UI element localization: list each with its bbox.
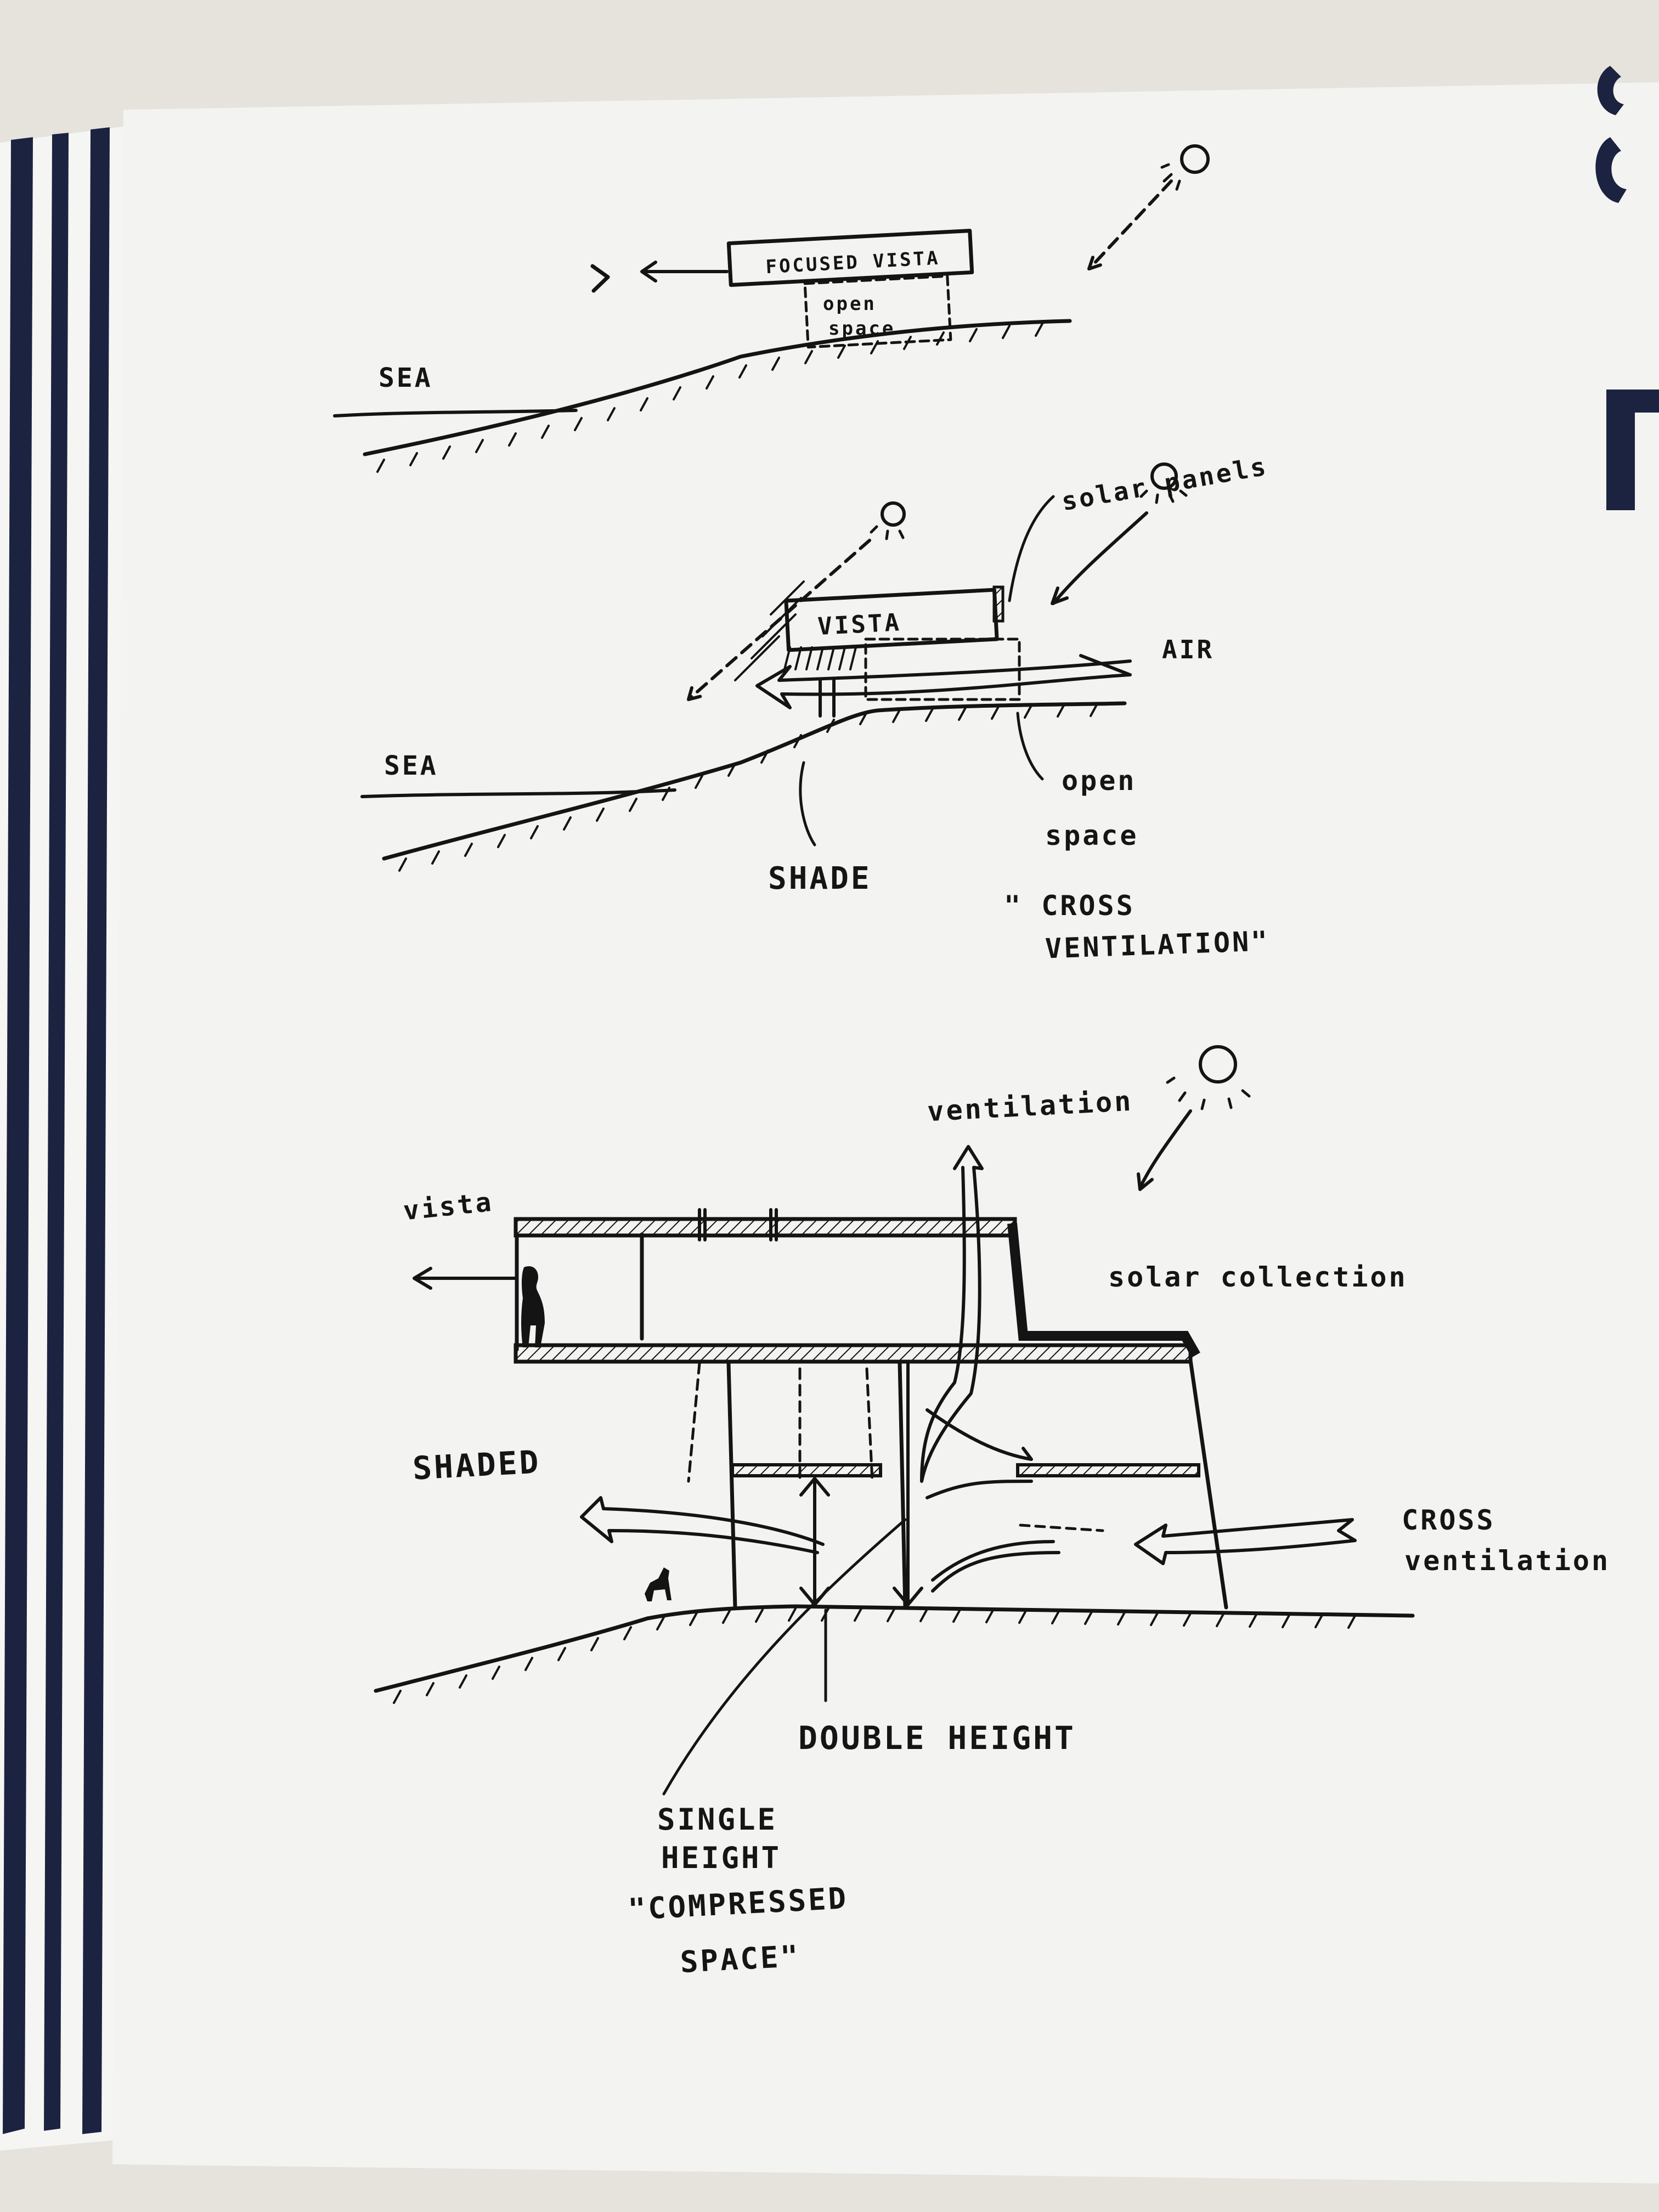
mezzanine-slab-left bbox=[731, 1463, 882, 1477]
cross-label: " CROSS bbox=[1004, 890, 1135, 922]
eye-icon bbox=[590, 264, 610, 293]
dashed-columns bbox=[687, 1362, 874, 1483]
roof-hatch bbox=[734, 580, 805, 681]
open-space-dashed-box bbox=[803, 274, 952, 349]
shade-label: SHADE bbox=[768, 861, 872, 896]
sunlight-arrow bbox=[1051, 511, 1148, 605]
single-height-dimension bbox=[893, 1362, 923, 1606]
overhang-hatch bbox=[783, 646, 857, 670]
dog-figure bbox=[645, 1567, 672, 1601]
double-height-label: DOUBLE HEIGHT bbox=[798, 1719, 1076, 1757]
support-pillar bbox=[819, 679, 836, 718]
sketch-3-building-section: ventilation vista solar collection SHADE… bbox=[374, 1045, 1610, 1979]
air-dashed-line bbox=[1019, 1523, 1104, 1532]
sketch-2-cross-ventilation-section: solar panels VISTA AIR SEA SHADE open sp… bbox=[360, 451, 1270, 965]
solar-panel bbox=[992, 585, 1005, 623]
ventilation-label: VENTILATION" bbox=[1045, 925, 1270, 964]
upper-floor-slab bbox=[514, 1343, 1193, 1364]
human-figure bbox=[521, 1266, 545, 1347]
sun-icon bbox=[1160, 144, 1210, 191]
solar-collection-wall bbox=[1007, 1223, 1200, 1358]
sun-icon bbox=[870, 501, 906, 540]
sun-icon bbox=[1139, 462, 1188, 504]
sea-line bbox=[360, 788, 676, 798]
lower-columns bbox=[726, 1358, 1228, 1610]
single-label: SINGLE bbox=[657, 1802, 777, 1837]
cross-ventilation-label: ventilation bbox=[1404, 1545, 1610, 1577]
single-height-leader bbox=[662, 1518, 907, 1796]
ground-line bbox=[382, 701, 1127, 861]
sun-icon bbox=[1166, 1045, 1251, 1110]
sketch-page bbox=[112, 82, 1659, 2183]
open-space-leader bbox=[1016, 712, 1044, 781]
space-label: space bbox=[1045, 820, 1139, 851]
upper-level-walls bbox=[515, 1232, 644, 1352]
space-label: SPACE" bbox=[679, 1939, 801, 1979]
cross-label: CROSS bbox=[1402, 1504, 1496, 1536]
internal-air-flow bbox=[926, 1408, 1060, 1593]
air-label: AIR bbox=[1162, 635, 1214, 664]
ground-line bbox=[374, 1604, 1415, 1693]
book-page-stack bbox=[0, 126, 126, 2151]
open-label: open bbox=[823, 293, 877, 315]
sunlight-arrow bbox=[1137, 1109, 1192, 1191]
roof-mullions bbox=[698, 1208, 778, 1242]
sketch-1-site-section: FOCUSED VISTA open space SEA bbox=[333, 144, 1210, 473]
ground-line bbox=[363, 319, 1072, 456]
ground-hatch bbox=[398, 703, 1098, 872]
mezzanine-slab-right bbox=[1016, 1463, 1200, 1477]
vista-arrow bbox=[640, 261, 729, 283]
sunlight-arrow bbox=[1087, 179, 1173, 270]
solar-panels-leader bbox=[1008, 495, 1055, 602]
open-space-dashed-box bbox=[864, 637, 1021, 701]
shade-leader bbox=[799, 761, 816, 847]
sea-line bbox=[333, 409, 578, 417]
sea-label: SEA bbox=[379, 363, 433, 393]
focused-vista-box bbox=[726, 229, 974, 287]
ground-hatch bbox=[376, 323, 1043, 473]
sea-label: SEA bbox=[384, 751, 438, 781]
height-label: HEIGHT bbox=[661, 1841, 781, 1875]
solar-collection-label: solar collection bbox=[1108, 1261, 1408, 1293]
air-arrow bbox=[755, 654, 1132, 709]
exit-air-arrow bbox=[580, 1496, 825, 1554]
facing-page-letters bbox=[1595, 66, 1659, 510]
cross-ventilation-arrow bbox=[1134, 1518, 1357, 1565]
upper-roof-slab bbox=[514, 1217, 1017, 1238]
open-label: open bbox=[1062, 765, 1136, 797]
vista-arrow bbox=[413, 1267, 517, 1290]
vista-label: VISTA bbox=[817, 608, 902, 641]
shaded-label: SHADED bbox=[411, 1443, 541, 1487]
